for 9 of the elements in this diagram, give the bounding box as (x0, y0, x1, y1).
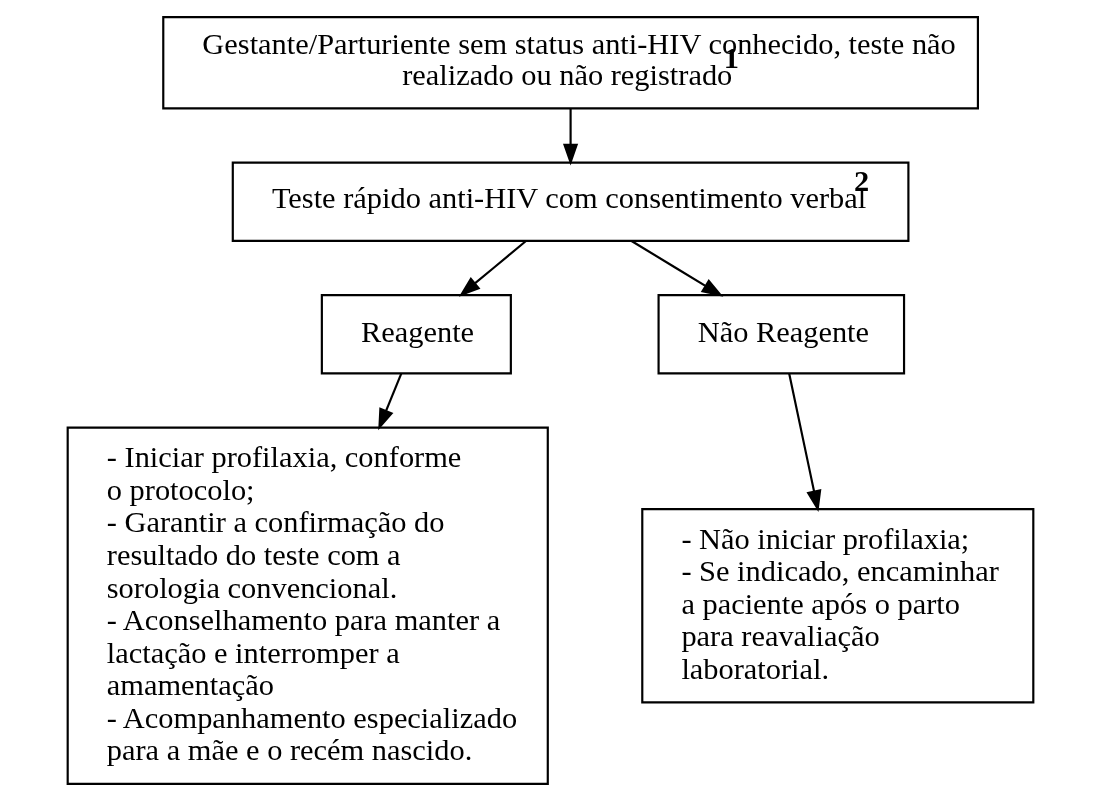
arrow (563, 108, 579, 166)
arrow (631, 240, 724, 297)
node-box: Reagente (320, 294, 512, 375)
node-box: Não Reagente (657, 294, 906, 375)
arrow (378, 373, 403, 431)
arrow (788, 373, 822, 512)
arrow (458, 240, 527, 297)
node-box: - Não iniciar profilaxia; - Se indicado, encaminhar a paciente após o parto para reavaliação laboratorial. (641, 508, 1035, 704)
node-box: - Iniciar profilaxia, conforme o protocolo; - Garantir a confirmação do resultado do teste com a sorologia convencional. - Aconselhamento para manter a lactação e interromper a amamentação - Acompanhamento especializado para a mãe e o recém nascido. (66, 426, 549, 785)
